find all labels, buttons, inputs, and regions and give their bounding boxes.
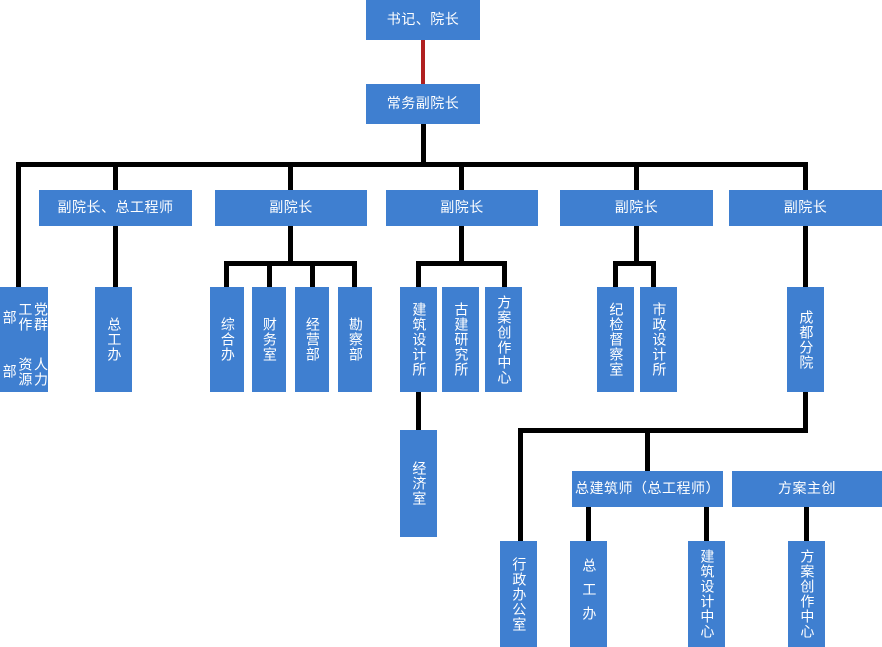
node-exec-vice-president[interactable]: 常务副院长	[366, 84, 480, 124]
node-chief-engineer-office[interactable]: 总工办	[95, 287, 132, 392]
node-chengdu-branch[interactable]: 成都分院	[787, 287, 824, 392]
connector-chief-architect-to-arch-design-center	[704, 507, 709, 541]
connector-scheme-lead-to-branch-scheme-center	[804, 507, 809, 541]
connector-vp3-bus	[416, 261, 507, 266]
node-ancient-architecture-institute[interactable]: 古建研究所	[442, 287, 479, 392]
connector-root-to-exec-vp	[421, 40, 425, 84]
connector-vp4-stem	[634, 226, 639, 264]
node-vice-president-5[interactable]: 副院长	[729, 190, 882, 226]
node-admin-office[interactable]: 行政办公室	[500, 541, 537, 647]
node-hr-and-party-depts[interactable]: 人力资源部 党群工作部	[0, 287, 49, 392]
node-operations-dept[interactable]: 经营部	[295, 287, 329, 392]
node-vice-president-3[interactable]: 副院长	[386, 190, 538, 226]
connector-vp2-bus	[224, 261, 357, 266]
node-vice-president-chief-engineer[interactable]: 副院长、总工程师	[39, 190, 192, 226]
connector-bus-to-vp3	[459, 162, 464, 191]
connector-main-bus	[16, 162, 807, 167]
connector-vp4-drop-1	[613, 261, 618, 287]
node-survey-dept[interactable]: 勘察部	[338, 287, 372, 392]
connector-bus-to-left-branch	[16, 162, 21, 287]
node-branch-scheme-creation-center[interactable]: 方案创作中心	[788, 541, 825, 647]
node-scheme-lead[interactable]: 方案主创	[732, 471, 882, 507]
connector-vp2-drop-2	[267, 261, 272, 287]
node-finance-office[interactable]: 财务室	[252, 287, 286, 392]
connector-vp2-drop-3	[310, 261, 315, 287]
node-party-dept-label: 党群工作部	[1, 302, 49, 333]
connector-arch-institute-to-economics-office	[416, 392, 421, 430]
connector-chengdu-drop-admin	[518, 428, 523, 541]
node-vice-president-2[interactable]: 副院长	[215, 190, 367, 226]
connector-vp2-drop-1	[224, 261, 229, 287]
connector-chief-architect-to-branch-chief-eng-office	[586, 507, 591, 541]
node-root[interactable]: 书记、院长	[366, 0, 480, 40]
connector-bus-to-vp2	[288, 162, 293, 191]
node-municipal-design-institute[interactable]: 市政设计所	[640, 287, 677, 392]
connector-vp3-stem	[459, 226, 464, 264]
connector-bus-to-vp4	[634, 162, 639, 191]
connector-vp4-drop-2	[651, 261, 656, 287]
node-economics-office[interactable]: 经济室	[400, 430, 437, 537]
connector-chengdu-lower-bus	[518, 428, 808, 433]
node-architectural-design-center[interactable]: 建筑设计中心	[688, 541, 725, 647]
connector-vp5-to-chengdu-branch	[803, 226, 808, 287]
connector-chengdu-drop-chief-architect	[645, 428, 650, 471]
node-branch-chief-engineer-office[interactable]: 总工办	[570, 541, 607, 647]
connector-vp2-stem	[288, 226, 293, 264]
node-discipline-inspection-office[interactable]: 纪检督察室	[597, 287, 634, 392]
node-general-office[interactable]: 综合办	[210, 287, 244, 392]
connector-vp1-to-chief-eng-office	[113, 226, 118, 287]
node-hr-dept-label: 人力资源部	[1, 356, 49, 387]
connector-chengdu-branch-stem	[803, 392, 808, 433]
connector-bus-to-vp5	[803, 162, 808, 191]
connector-vp4-bus	[613, 261, 656, 266]
connector-exec-vp-stem	[421, 122, 426, 166]
node-scheme-creation-center[interactable]: 方案创作中心	[485, 287, 522, 392]
node-architectural-design-institute[interactable]: 建筑设计所	[400, 287, 437, 392]
connector-vp3-drop-1	[416, 261, 421, 287]
connector-vp3-drop-2	[502, 261, 507, 287]
node-chief-architect[interactable]: 总建筑师（总工程师）	[572, 471, 723, 507]
connector-bus-to-vp1	[113, 162, 118, 191]
connector-vp2-drop-4	[352, 261, 357, 287]
node-vice-president-4[interactable]: 副院长	[560, 190, 713, 226]
